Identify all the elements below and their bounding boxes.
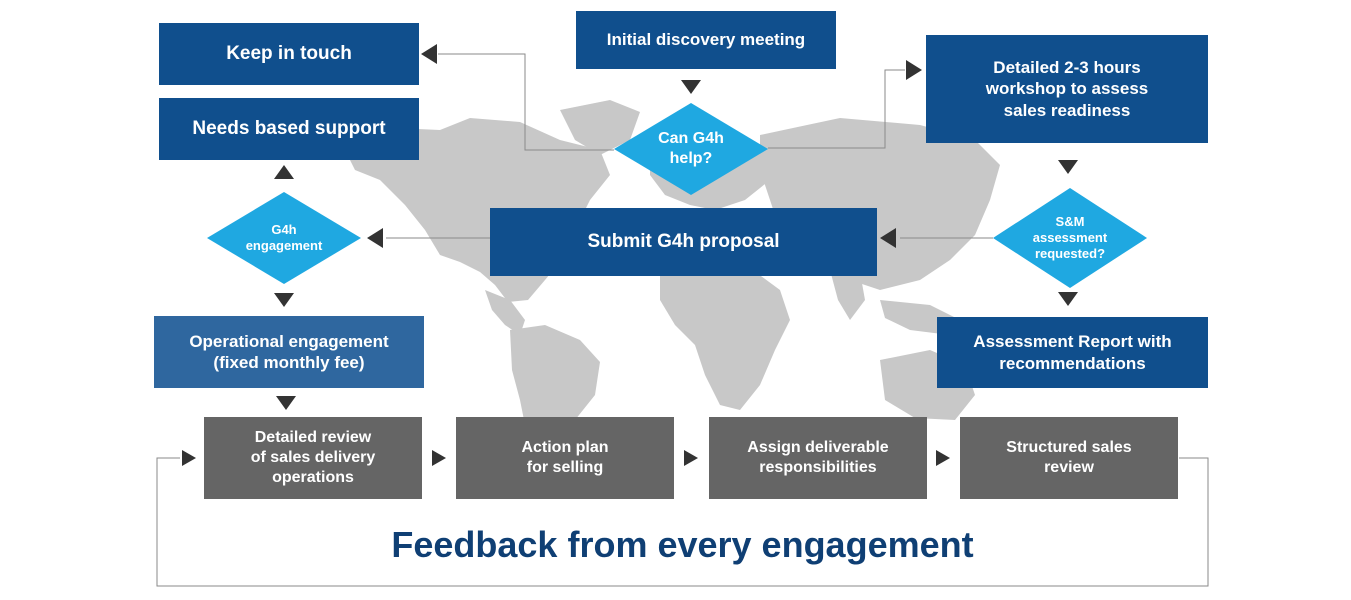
process-step-4: Structured sales review bbox=[960, 417, 1178, 499]
arrow-down-to-assessment-report bbox=[1058, 292, 1078, 306]
process-step-1-label: Detailed review of sales delivery operat… bbox=[251, 428, 376, 488]
process-step-3-label: Assign deliverable responsibilities bbox=[747, 438, 888, 478]
arrow-left-to-engagement bbox=[367, 228, 383, 248]
operational-label: Operational engagement (fixed monthly fe… bbox=[189, 331, 388, 374]
process-step-3: Assign deliverable responsibilities bbox=[709, 417, 927, 499]
arrow-right-step-3 bbox=[684, 450, 698, 466]
arrow-down-to-sm-assessment bbox=[1058, 160, 1078, 174]
sm-line-3: requested? bbox=[1034, 246, 1106, 262]
keep-in-touch: Keep in touch bbox=[159, 23, 419, 85]
process-step-4-label: Structured sales review bbox=[1006, 438, 1131, 478]
assessment-line-1: Assessment Report with bbox=[973, 332, 1172, 352]
operational-line-1: Operational engagement bbox=[189, 331, 389, 351]
decision-can-g4h-help: Can G4h help? bbox=[614, 103, 768, 195]
process-step-1-line-1: Detailed review bbox=[254, 429, 372, 446]
arrow-left-to-keep-in-touch bbox=[421, 44, 437, 64]
engagement-label: G4h engagement bbox=[246, 222, 323, 255]
process-step-1: Detailed review of sales delivery operat… bbox=[204, 417, 422, 499]
map-central-america bbox=[485, 290, 525, 335]
arrow-right-step-4 bbox=[936, 450, 950, 466]
workshop-line-2: workshop to assess bbox=[985, 79, 1149, 99]
process-step-4-line-1: Structured sales bbox=[1006, 439, 1132, 456]
operational-line-2: (fixed monthly fee) bbox=[213, 353, 365, 372]
map-africa bbox=[660, 262, 790, 410]
assessment-label: Assessment Report with recommendations bbox=[973, 331, 1171, 374]
process-step-1-line-2: of sales delivery bbox=[250, 449, 376, 466]
process-step-3-line-2: responsibilities bbox=[759, 459, 877, 476]
assessment-line-2: recommendations bbox=[999, 353, 1146, 373]
process-step-3-line-1: Assign deliverable bbox=[747, 439, 889, 456]
sm-label: S&M assessment requested? bbox=[1033, 214, 1107, 263]
needs-based-support: Needs based support bbox=[159, 98, 419, 160]
decision-line-1: Can G4h bbox=[658, 130, 724, 147]
decision-line-2: help? bbox=[669, 150, 713, 167]
assessment-report: Assessment Report with recommendations bbox=[937, 317, 1208, 388]
process-step-2-line-2: for selling bbox=[526, 459, 604, 476]
process-step-2: Action plan for selling bbox=[456, 417, 674, 499]
arrow-right-step-2 bbox=[432, 450, 446, 466]
arrow-left-to-submit-proposal bbox=[880, 228, 896, 248]
workshop-label: Detailed 2-3 hours workshop to assess sa… bbox=[986, 57, 1149, 121]
diamond-shape bbox=[207, 192, 361, 284]
arrow-down-to-can-help bbox=[681, 80, 701, 94]
arrow-down-to-operational bbox=[274, 293, 294, 307]
map-greenland bbox=[560, 100, 640, 155]
process-step-2-label: Action plan for selling bbox=[521, 438, 608, 478]
workshop-line-3: sales readiness bbox=[1003, 100, 1131, 120]
sm-line-2: assessment bbox=[1032, 229, 1108, 245]
decision-label: Can G4h help? bbox=[658, 129, 724, 169]
arrow-right-feedback-loop bbox=[182, 450, 196, 466]
process-step-1-line-3: operations bbox=[272, 469, 354, 486]
process-step-2-line-1: Action plan bbox=[521, 439, 609, 456]
map-india bbox=[830, 270, 865, 320]
operational-engagement: Operational engagement (fixed monthly fe… bbox=[154, 316, 424, 388]
diamond-shape bbox=[993, 188, 1147, 288]
sm-line-1: S&M bbox=[1055, 213, 1085, 229]
arrow-down-to-process bbox=[276, 396, 296, 410]
feedback-caption: Feedback from every engagement bbox=[391, 524, 974, 565]
decision-g4h-engagement: G4h engagement bbox=[207, 192, 361, 284]
detailed-workshop: Detailed 2-3 hours workshop to assess sa… bbox=[926, 35, 1208, 143]
arrow-up-to-needs-support bbox=[274, 165, 294, 179]
submit-g4h-proposal: Submit G4h proposal bbox=[490, 208, 877, 276]
process-step-4-line-2: review bbox=[1044, 459, 1094, 476]
engagement-line-2: engagement bbox=[245, 238, 323, 253]
engagement-line-1: G4h bbox=[271, 221, 297, 237]
arrow-right-to-workshop bbox=[906, 60, 922, 80]
diamond-shape bbox=[614, 103, 768, 195]
initial-discovery-meeting: Initial discovery meeting bbox=[576, 11, 836, 69]
decision-sm-assessment: S&M assessment requested? bbox=[993, 188, 1147, 288]
workshop-line-1: Detailed 2-3 hours bbox=[993, 58, 1141, 78]
